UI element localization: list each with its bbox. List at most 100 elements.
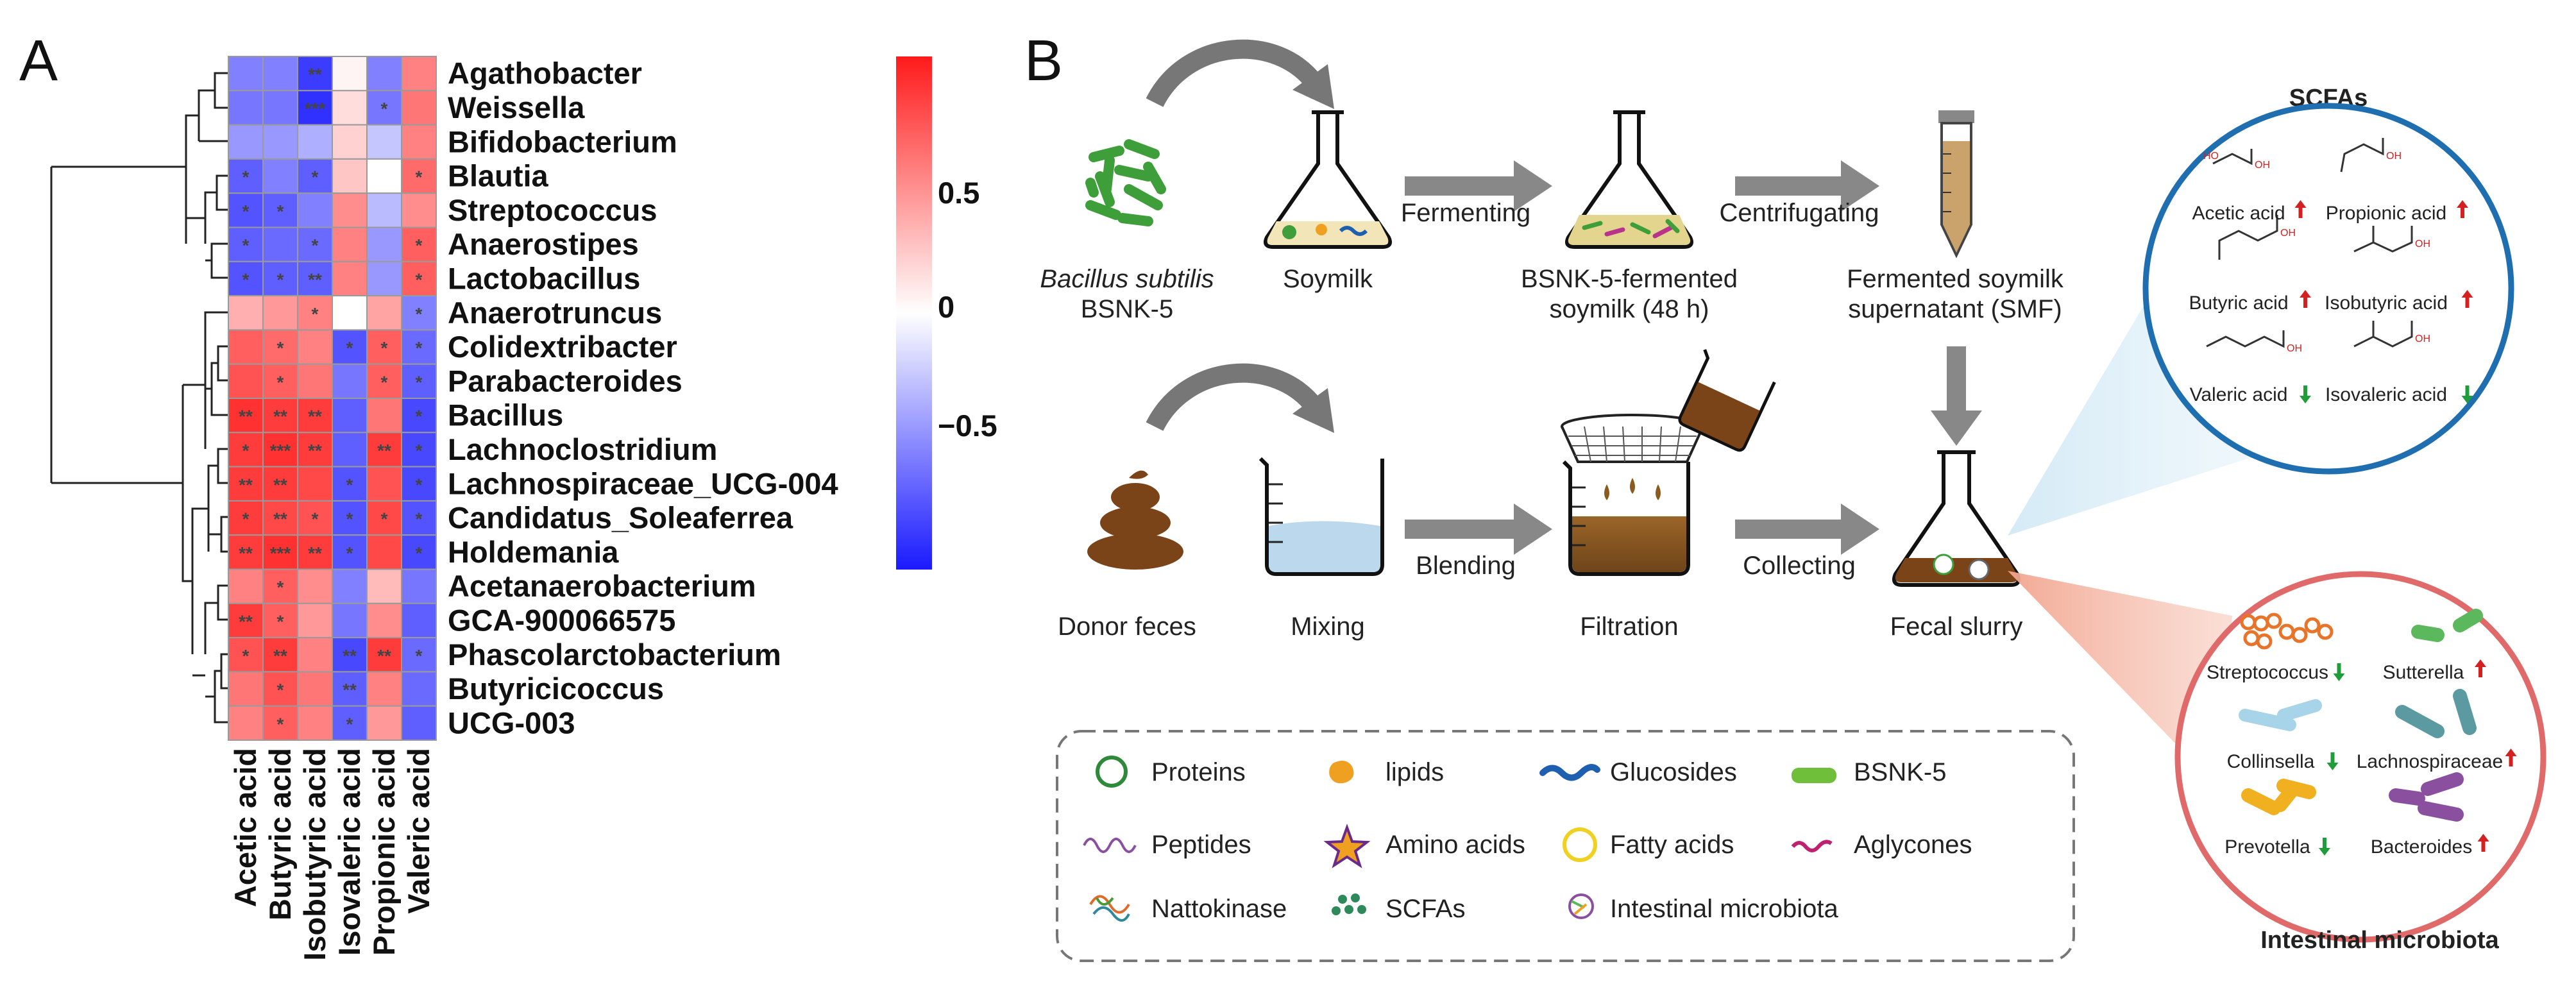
microbiota-icon xyxy=(1568,893,1594,919)
aglycone-icon xyxy=(1791,840,1833,852)
legend-labels: Proteins lipids Glucosides BSNK-5 Peptid… xyxy=(1151,758,1972,923)
fermenting-label: Fermenting xyxy=(1401,199,1530,227)
heatmap-cell xyxy=(262,637,298,673)
significance-mark: ** xyxy=(308,269,322,289)
significance-mark: * xyxy=(277,680,284,700)
fatty-acid-icon xyxy=(1563,827,1597,862)
significance-mark: * xyxy=(277,372,284,392)
genus-label: Colidextribacter xyxy=(448,330,677,364)
heatmap-cell xyxy=(366,398,402,434)
supernatant-label-line1: Fermented soymilk xyxy=(1847,265,2064,293)
legend-label-scfas: SCFAs xyxy=(1385,895,1465,923)
significance-mark: * xyxy=(381,372,388,392)
heatmap-cell xyxy=(401,56,437,92)
amino-acid-icon xyxy=(1323,824,1371,868)
heatmap-cell xyxy=(332,466,368,502)
heatmap-cell xyxy=(332,602,368,639)
significance-mark: ** xyxy=(308,543,322,563)
significance-mark: * xyxy=(346,543,353,563)
significance-mark: * xyxy=(242,235,250,255)
significance-mark: * xyxy=(416,543,423,563)
legend-label-peptides: Peptides xyxy=(1151,831,1251,859)
significance-mark: ** xyxy=(343,680,357,700)
heatmap-cell xyxy=(401,363,437,400)
heatmap-cell xyxy=(401,534,437,570)
legend-tick-0: 0 xyxy=(938,290,954,324)
genus-label: Blautia xyxy=(448,159,549,193)
legend-label-proteins: Proteins xyxy=(1151,758,1246,786)
heatmap-cell xyxy=(262,295,298,331)
heatmap-cell xyxy=(332,637,368,673)
heatmap-cell xyxy=(401,124,437,160)
panel-a-label: A xyxy=(19,29,58,93)
heatmap-cell xyxy=(297,192,333,228)
legend-label-microbiota: Intestinal microbiota xyxy=(1610,895,1838,923)
significance-mark: * xyxy=(416,304,423,324)
trend-up-icon xyxy=(2457,200,2468,218)
soymilk-flask-icon xyxy=(1264,110,1392,249)
significance-mark: * xyxy=(416,475,423,495)
heatmap-cell xyxy=(228,671,264,707)
heatmap-cell xyxy=(297,398,333,434)
trend-down-icon xyxy=(2300,385,2311,403)
heatmap-cell xyxy=(332,363,368,400)
curved-arrow-top-head xyxy=(1292,64,1334,109)
centrifugating-arrow xyxy=(1735,160,1879,212)
genus-label: Holdemania xyxy=(448,535,619,569)
significance-mark: * xyxy=(416,509,423,529)
heatmap-cell xyxy=(297,329,333,365)
svg-text:OH: OH xyxy=(2415,239,2430,250)
heatmap-cell xyxy=(401,602,437,639)
significance-mark: * xyxy=(312,235,319,255)
fecal-slurry-flask-icon xyxy=(1892,450,2021,587)
correlation-heatmap: ****************************************… xyxy=(228,56,437,741)
heatmap-cell xyxy=(401,568,437,604)
trend-up-icon xyxy=(2505,749,2517,766)
significance-mark: * xyxy=(416,407,423,427)
heatmap-cell xyxy=(366,226,402,262)
heatmap-cell xyxy=(366,534,402,570)
significance-mark: * xyxy=(381,99,388,119)
scfa-label: Valeric acid xyxy=(2190,384,2288,405)
genus-label: Weissella xyxy=(448,90,585,124)
fermented-label-line1: BSNK-5-fermented xyxy=(1521,265,1738,293)
heatmap-cell xyxy=(262,56,298,92)
significance-mark: * xyxy=(277,201,284,221)
heatmap-cell xyxy=(297,568,333,604)
heatmap-cell xyxy=(228,124,264,160)
heatmap-cell xyxy=(366,329,402,365)
significance-mark: * xyxy=(346,475,353,495)
legend-label-aglycones: Aglycones xyxy=(1854,831,1972,859)
heatmap-cell xyxy=(262,158,298,194)
significance-mark: * xyxy=(312,167,319,187)
heatmap-cell xyxy=(366,637,402,673)
centrifugating-label: Centrifugating xyxy=(1719,199,1879,227)
heatmap-cell xyxy=(262,705,298,741)
heatmap-cell xyxy=(297,56,333,92)
filtration-label: Filtration xyxy=(1580,613,1678,641)
genus-label: Lactobacillus xyxy=(448,261,640,295)
microbe-label: Bacteroides xyxy=(2371,836,2472,858)
heatmap-cell xyxy=(401,466,437,502)
heatmap-cell xyxy=(366,192,402,228)
row-dendrogram xyxy=(50,72,228,724)
fermented-label-line2: soymilk (48 h) xyxy=(1550,295,1709,323)
heatmap-cell xyxy=(401,158,437,194)
significance-mark: * xyxy=(277,714,284,734)
heatmap-cell xyxy=(297,466,333,502)
slurry-label: Fecal slurry xyxy=(1890,613,2023,641)
significance-mark: * xyxy=(416,235,423,255)
heatmap-cell xyxy=(401,329,437,365)
significance-mark: ** xyxy=(273,407,287,427)
curved-arrow-top xyxy=(1146,39,1323,108)
heatmap-cell xyxy=(297,637,333,673)
heatmap-cell xyxy=(262,534,298,570)
genus-label: UCG-003 xyxy=(448,706,575,740)
significance-mark: *** xyxy=(270,441,291,461)
scfa-label: Acetic acid xyxy=(2192,203,2285,224)
significance-mark: ** xyxy=(239,611,253,631)
organism-name: Bacillus subtilis xyxy=(1040,265,1214,293)
glucoside-icon xyxy=(1539,764,1600,781)
heatmap-cell xyxy=(332,192,368,228)
heatmap-cell xyxy=(262,192,298,228)
